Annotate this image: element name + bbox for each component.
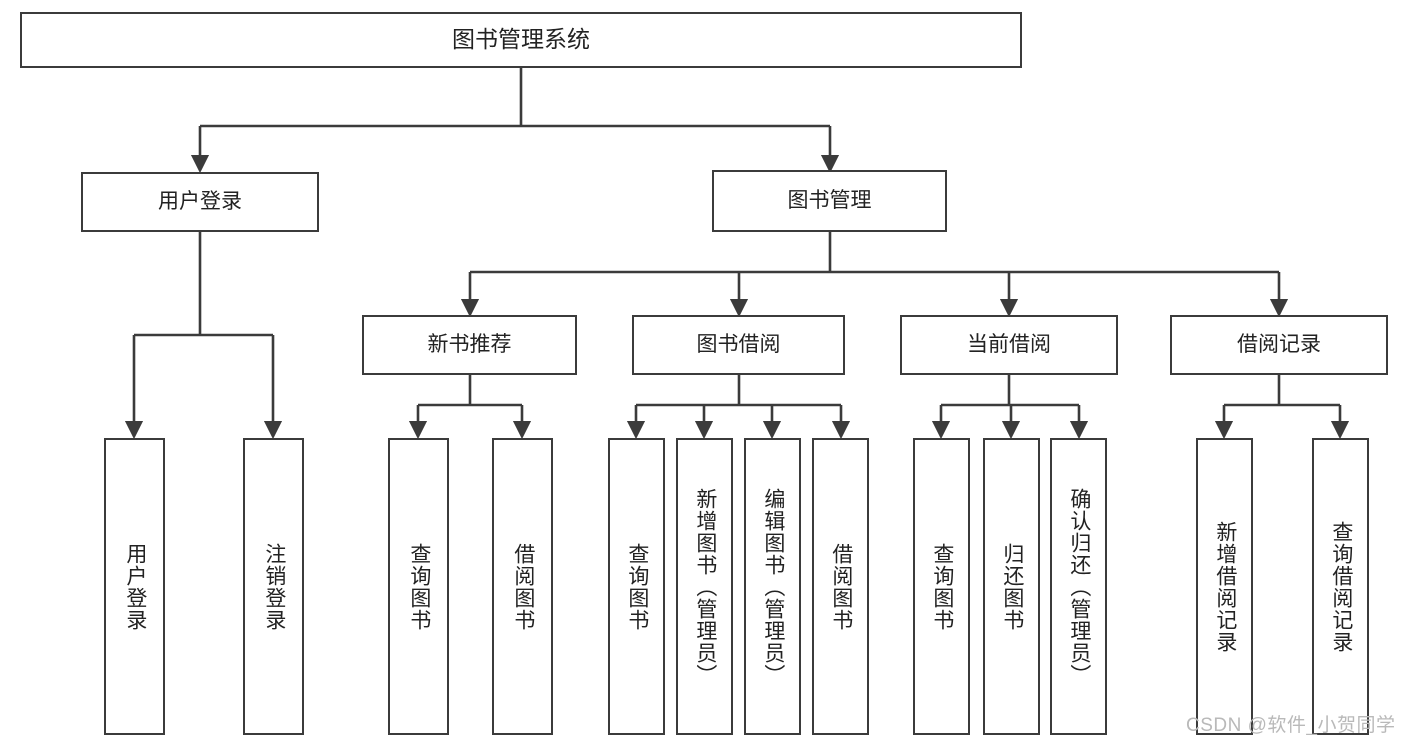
leaf-records-query[interactable]: 查询借阅记录 — [1312, 438, 1369, 735]
leaf-label: 新增借阅记录 — [1213, 520, 1237, 653]
leaf-current-borrow-return[interactable]: 归还图书 — [983, 438, 1040, 735]
node-book-management-label: 图书管理 — [787, 188, 872, 212]
leaf-book-borrow-query[interactable]: 查询图书 — [608, 438, 665, 735]
node-current-borrow-label: 当前借阅 — [967, 332, 1051, 356]
leaf-label: 查询图书 — [625, 542, 649, 631]
leaf-label: 确认归还（管理员） — [1067, 487, 1091, 686]
node-book-borrow-label: 图书借阅 — [696, 332, 781, 356]
leaf-label: 用户登录 — [123, 542, 147, 631]
leaf-book-borrow-borrow[interactable]: 借阅图书 — [812, 438, 869, 735]
node-root-book-management-system[interactable]: 图书管理系统 — [20, 12, 1022, 68]
leaf-label: 注销登录 — [262, 542, 286, 631]
leaf-new-book-query[interactable]: 查询图书 — [388, 438, 449, 735]
node-borrow-records-label: 借阅记录 — [1237, 332, 1321, 356]
leaf-book-borrow-add[interactable]: 新增图书（管理员） — [676, 438, 733, 735]
leaf-records-add[interactable]: 新增借阅记录 — [1196, 438, 1253, 735]
leaf-current-borrow-confirm-return[interactable]: 确认归还（管理员） — [1050, 438, 1107, 735]
leaf-label: 查询图书 — [407, 542, 431, 631]
node-new-book-recommend-label: 新书推荐 — [427, 332, 512, 356]
csdn-watermark: CSDN @软件_小贺同学 — [1186, 715, 1396, 736]
leaf-label: 查询图书 — [930, 542, 954, 631]
node-new-book-recommend[interactable]: 新书推荐 — [362, 315, 577, 375]
node-borrow-records[interactable]: 借阅记录 — [1170, 315, 1388, 375]
node-user-login[interactable]: 用户登录 — [81, 172, 319, 232]
leaf-label: 新增图书（管理员） — [693, 487, 717, 686]
leaf-current-borrow-query[interactable]: 查询图书 — [913, 438, 970, 735]
leaf-label: 归还图书 — [1000, 542, 1024, 631]
node-user-login-label: 用户登录 — [158, 189, 242, 213]
leaf-label: 查询借阅记录 — [1329, 520, 1353, 653]
node-root-label: 图书管理系统 — [452, 26, 590, 53]
leaf-user-login-login[interactable]: 用户登录 — [104, 438, 165, 735]
leaf-label: 借阅图书 — [511, 542, 535, 631]
node-book-management[interactable]: 图书管理 — [712, 170, 947, 232]
leaf-user-login-logout[interactable]: 注销登录 — [243, 438, 304, 735]
node-book-borrow[interactable]: 图书借阅 — [632, 315, 845, 375]
leaf-book-borrow-edit[interactable]: 编辑图书（管理员） — [744, 438, 801, 735]
leaf-label: 编辑图书（管理员） — [761, 487, 785, 686]
node-current-borrow[interactable]: 当前借阅 — [900, 315, 1118, 375]
leaf-label: 借阅图书 — [829, 542, 853, 631]
leaf-new-book-borrow[interactable]: 借阅图书 — [492, 438, 553, 735]
